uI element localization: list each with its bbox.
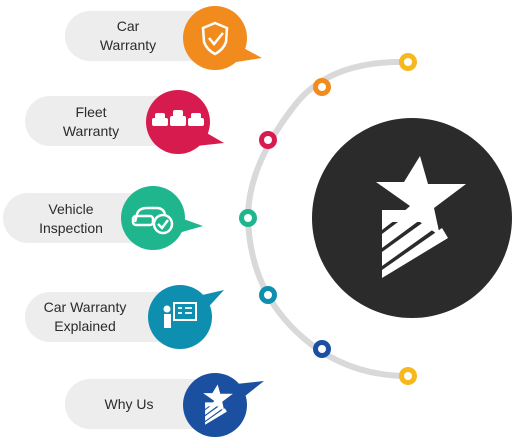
menu-item-car-warranty[interactable]: Car Warranty xyxy=(65,6,262,70)
presentation-board-icon xyxy=(163,302,197,328)
bubble-circle xyxy=(148,285,212,349)
label-line-1: Why Us xyxy=(105,396,154,412)
timeline-dot-teal xyxy=(259,286,277,304)
bubble-circle xyxy=(183,6,247,70)
timeline-dot-yellow-top xyxy=(399,53,417,71)
timeline-dot-orange xyxy=(313,78,331,96)
menu-item-vehicle-inspection[interactable]: Vehicle Inspection xyxy=(3,186,203,250)
label-line-2: Warranty xyxy=(63,123,119,139)
shield-check-icon xyxy=(201,21,229,56)
menu-item-fleet-warranty[interactable]: Fleet Warranty xyxy=(25,90,224,154)
hub-logo xyxy=(312,118,512,318)
timeline-dot-red xyxy=(259,131,277,149)
menu-item-why-us[interactable]: Why Us xyxy=(65,373,264,437)
label-line-1: Car xyxy=(117,18,140,34)
timeline-dot-blue xyxy=(313,340,331,358)
star-logo-icon xyxy=(376,156,466,278)
timeline-dot-yellow-bottom xyxy=(399,367,417,385)
label-line-2: Inspection xyxy=(39,220,103,236)
label-line-1: Car Warranty xyxy=(44,299,127,315)
label-line-2: Explained xyxy=(54,318,116,334)
car-check-icon xyxy=(131,206,174,235)
star-logo-icon xyxy=(203,384,233,425)
label-line-1: Vehicle xyxy=(48,201,93,217)
timeline-dot-green xyxy=(239,209,257,227)
menu-item-car-warranty-explained[interactable]: Car Warranty Explained xyxy=(25,285,224,349)
label-line-2: Warranty xyxy=(100,37,156,53)
cars-fleet-icon xyxy=(152,110,204,126)
label-line-1: Fleet xyxy=(75,104,106,120)
